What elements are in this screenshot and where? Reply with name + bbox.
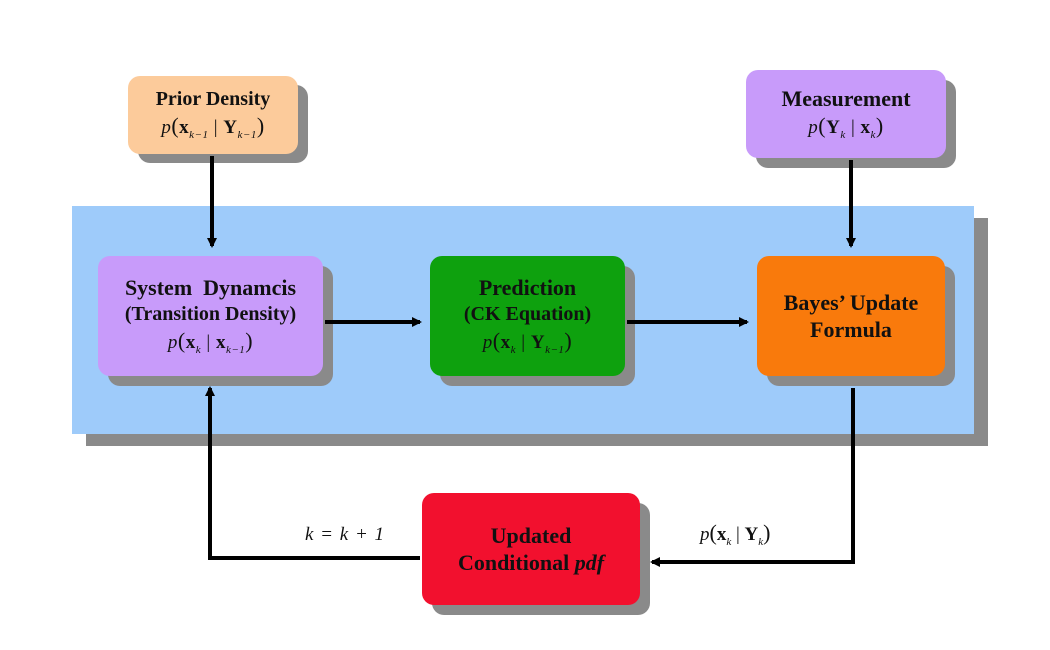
prior-density-box: Prior Density p(xk−1 | Yk−1) (128, 76, 298, 154)
updated-pdf-box: Updated Conditional pdf (422, 493, 640, 605)
updated-pdf-title-line2: Conditional pdf (457, 550, 605, 575)
arrow-bayes-to-updated (650, 388, 855, 567)
loop-increment-label: k = k + 1 (305, 524, 386, 545)
bayes-update-title-line1: Bayes’ Update (783, 289, 919, 315)
measurement-title: Measurement (781, 85, 911, 111)
system-dynamics-title: System Dynamcis (124, 275, 297, 301)
prior-density-formula: p(xk−1 | Yk−1) (161, 113, 265, 142)
system-dynamics-formula: p(xk | xk−1) (167, 327, 254, 356)
arrow-updated-to-system (205, 386, 420, 560)
posterior-label: p(xk | Yk) (700, 520, 771, 548)
prior-density-title: Prior Density (155, 88, 271, 111)
prediction-title: Prediction (478, 275, 577, 301)
bayes-update-box: Bayes’ Update Formula (757, 256, 945, 376)
measurement-box: Measurement p(Yk | xk) (746, 70, 946, 158)
bayes-update-title-line2: Formula (810, 317, 892, 342)
prediction-box: Prediction (CK Equation) p(xk | Yk−1) (430, 256, 625, 376)
updated-pdf-title-line1: Updated (490, 522, 572, 548)
prediction-subtitle: (CK Equation) (463, 302, 592, 325)
prediction-formula: p(xk | Yk−1) (482, 327, 573, 356)
system-dynamics-box: System Dynamcis (Transition Density) p(x… (98, 256, 323, 376)
system-dynamics-subtitle: (Transition Density) (124, 302, 297, 325)
measurement-formula: p(Yk | xk) (808, 113, 884, 142)
